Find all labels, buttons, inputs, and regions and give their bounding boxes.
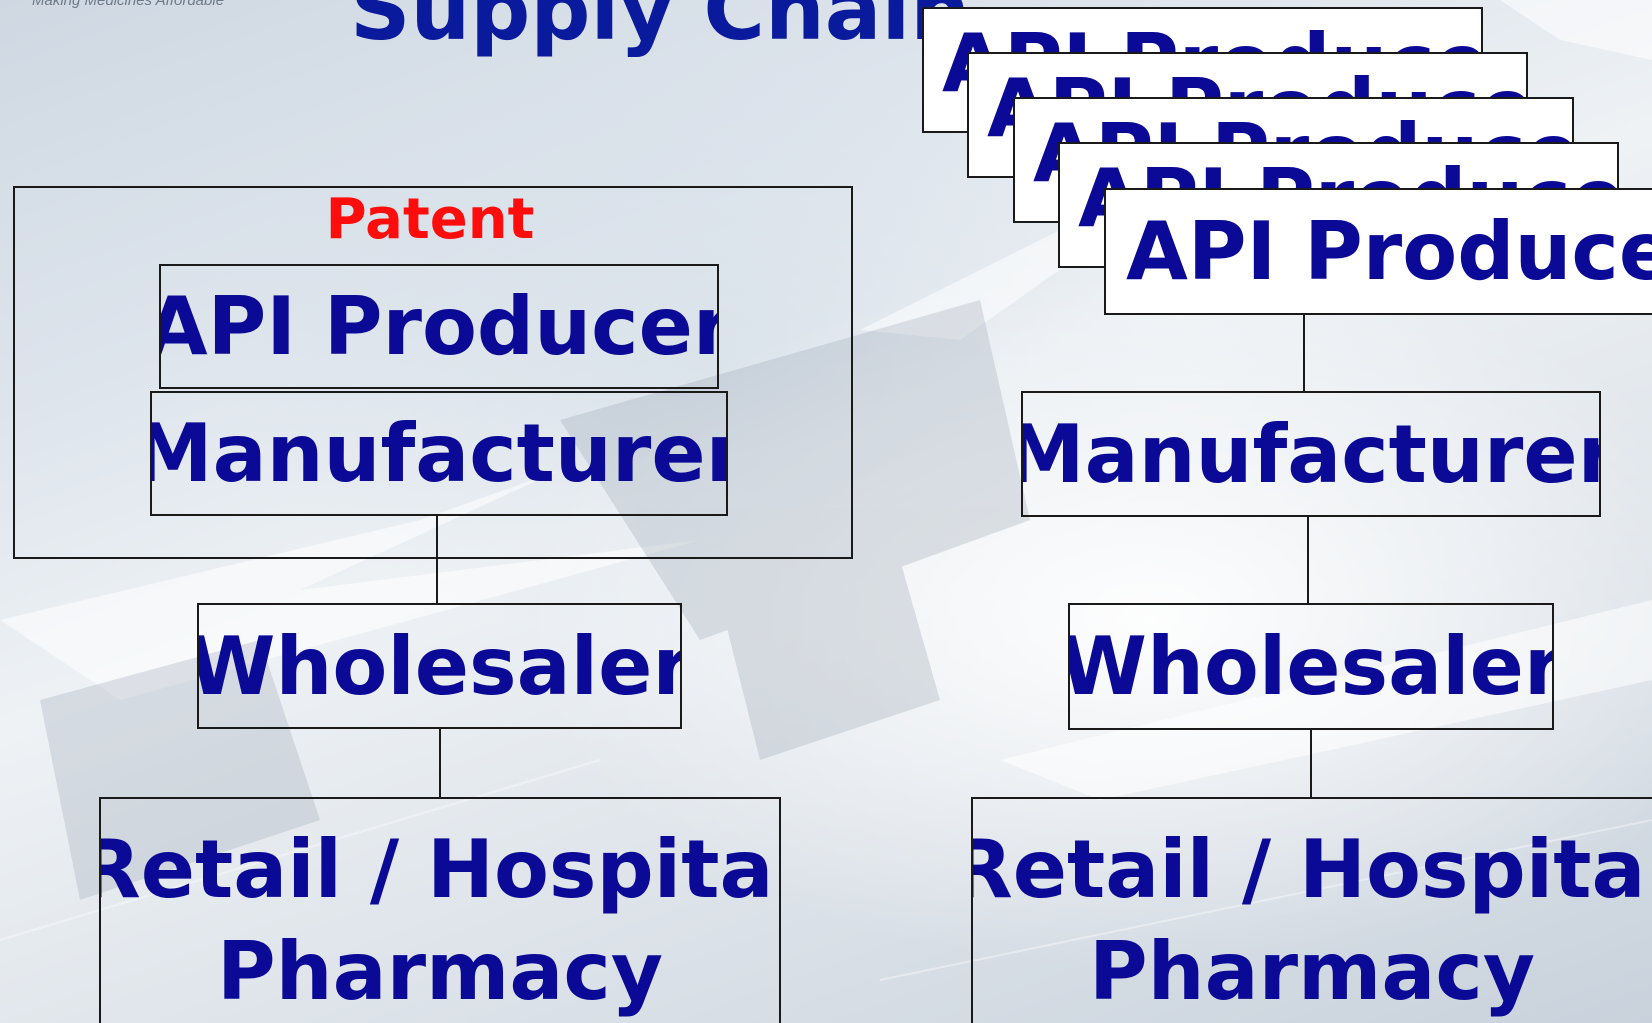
left-pharmacy-box: Retail / Hospital Pharmacy xyxy=(99,797,781,1023)
right-wholesaler-label: Wholesaler xyxy=(1068,620,1554,713)
right-connector-2 xyxy=(1307,517,1309,604)
left-wholesaler-box: Wholesaler xyxy=(197,603,682,729)
patent-frame xyxy=(13,186,853,559)
left-wholesaler-label: Wholesaler xyxy=(197,619,682,713)
right-connector-1 xyxy=(1303,315,1305,392)
left-manufacturer-label: Manufacturer xyxy=(150,407,728,500)
left-connector-1 xyxy=(436,516,438,604)
left-api-producer-label: API Producer xyxy=(159,280,719,373)
right-pharmacy-label-line1: Retail / Hospital xyxy=(971,823,1652,916)
left-api-producer-box: API Producer xyxy=(159,264,719,389)
right-api-producer-label-5: API Producer xyxy=(1126,205,1652,298)
patent-label: Patent xyxy=(325,187,535,252)
left-connector-2 xyxy=(439,729,441,798)
right-manufacturer-box: Manufacturer xyxy=(1021,391,1601,517)
right-wholesaler-box: Wholesaler xyxy=(1068,603,1554,730)
company-tagline: Making Medicines Affordable xyxy=(32,0,225,9)
right-manufacturer-label: Manufacturer xyxy=(1021,407,1601,501)
page-title: Supply Chain xyxy=(350,0,971,59)
right-connector-3 xyxy=(1310,730,1312,798)
left-manufacturer-box: Manufacturer xyxy=(150,391,728,516)
right-pharmacy-label-line2: Pharmacy xyxy=(1089,925,1535,1018)
right-api-producer-box-5: API Producer xyxy=(1104,188,1652,315)
left-pharmacy-label-line2: Pharmacy xyxy=(217,925,663,1018)
right-pharmacy-box: Retail / Hospital Pharmacy xyxy=(971,797,1652,1023)
left-pharmacy-label-line1: Retail / Hospital xyxy=(99,823,781,916)
